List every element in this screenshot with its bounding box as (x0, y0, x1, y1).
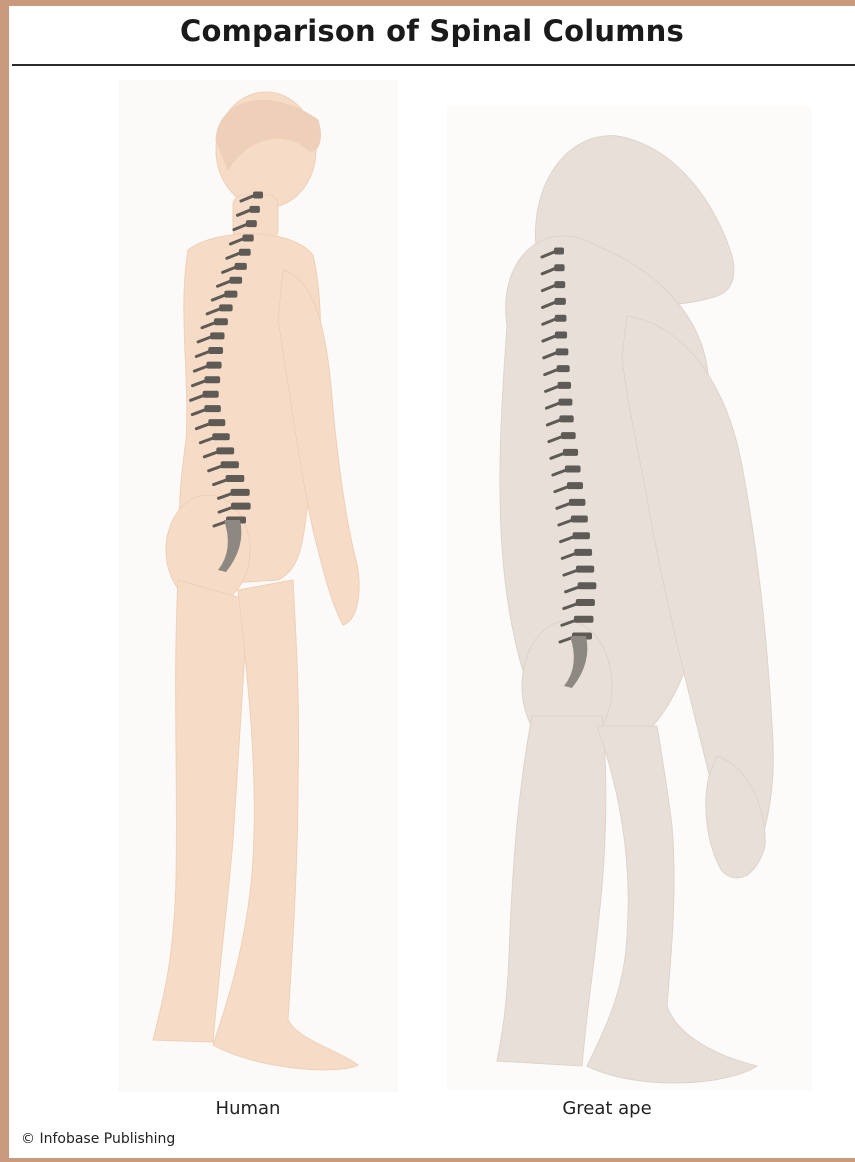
ape-caption: Great ape (507, 1098, 707, 1119)
human-figure (118, 80, 398, 1092)
copyright-credit: © Infobase Publishing (21, 1131, 175, 1147)
page-title: Comparison of Spinal Columns (9, 14, 855, 48)
title-divider (12, 64, 855, 66)
ape-figure (447, 106, 812, 1090)
human-caption: Human (148, 1098, 348, 1119)
